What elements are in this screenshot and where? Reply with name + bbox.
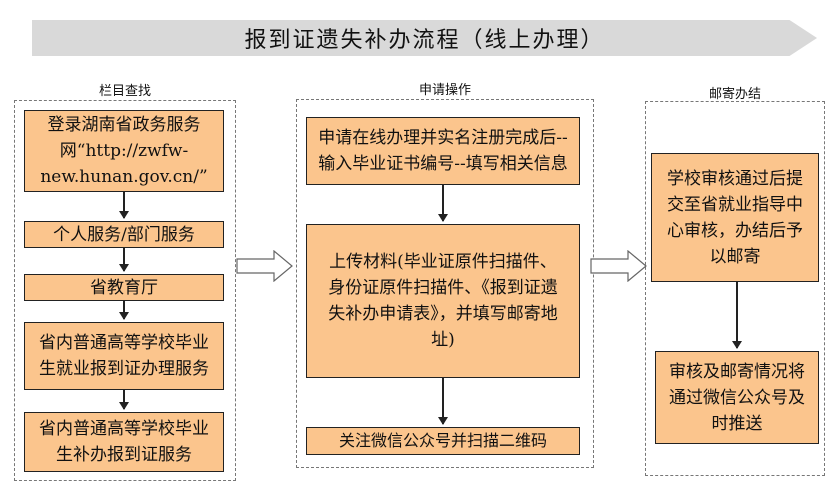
column-search-container <box>14 100 236 481</box>
arrow-down-icon <box>119 248 129 272</box>
arrow-down-icon <box>119 301 129 320</box>
column-label-search: 栏目查找 <box>98 84 151 99</box>
step-follow-wechat: 关注微信公众号并扫描二维码 <box>306 427 580 455</box>
right-arrow-icon <box>236 250 293 282</box>
arrow-down-icon <box>438 185 448 222</box>
step-reissue-service: 省内普通高等学校毕业生补办报到证服务 <box>24 412 224 472</box>
step-upload-materials: 上传材料(毕业证原件扫描件、身份证原件扫描件、《报到证遗失补办申请表》，并填写邮… <box>306 224 580 378</box>
step-wechat-notify: 审核及邮寄情况将通过微信公众号及时推送 <box>655 351 819 444</box>
column-apply-container <box>296 99 594 468</box>
step-wechat-notify-text: 审核及邮寄情况将通过微信公众号及时推送 <box>669 361 805 434</box>
arrow-down-icon <box>438 378 448 425</box>
page-title: 报到证遗失补办流程（线上办理） <box>244 28 605 53</box>
step-online-register: 申请在线办理并实名注册完成后--输入毕业证书编号--填写相关信息 <box>306 117 580 185</box>
step-school-review-text: 学校审核通过后提交至省就业指导中心审核，办结后予以邮寄 <box>667 168 803 267</box>
right-arrow-icon <box>590 250 647 282</box>
step-education-dept: 省教育厅 <box>24 274 224 301</box>
step-report-card-service: 省内普通高等学校毕业生就业报到证办理服务 <box>24 322 224 390</box>
column-mail-container <box>645 101 825 476</box>
step-online-register-text: 申请在线办理并实名注册完成后--输入毕业证书编号--填写相关信息 <box>318 128 568 174</box>
column-label-apply: 申请操作 <box>418 83 471 98</box>
step-education-dept-text: 省教育厅 <box>90 277 158 298</box>
title-banner: 报到证遗失补办流程（线上办理） <box>32 20 817 56</box>
step-reissue-service-text: 省内普通高等学校毕业生补办报到证服务 <box>39 419 209 465</box>
column-label-mail: 邮寄办结 <box>708 87 761 102</box>
step-report-card-service-text: 省内普通高等学校毕业生就业报到证办理服务 <box>39 333 209 379</box>
step-personal-service-text: 个人服务/部门服务 <box>53 224 195 245</box>
step-school-review: 学校审核通过后提交至省就业指导中心审核，办结后予以邮寄 <box>651 153 819 282</box>
arrow-down-icon <box>732 282 742 349</box>
arrow-down-icon <box>119 192 129 219</box>
step-upload-materials-text: 上传材料(毕业证原件扫描件、身份证原件扫描件、《报到证遗失补办申请表》，并填写邮… <box>328 252 558 350</box>
arrow-down-icon <box>119 390 129 410</box>
step-follow-wechat-text: 关注微信公众号并扫描二维码 <box>338 431 547 450</box>
step-login-portal-text: 登录湖南省政务服务网“http://zwfw-new.hunan.gov.cn/… <box>40 115 208 187</box>
step-login-portal: 登录湖南省政务服务网“http://zwfw-new.hunan.gov.cn/… <box>24 110 224 192</box>
step-personal-service: 个人服务/部门服务 <box>24 221 224 248</box>
